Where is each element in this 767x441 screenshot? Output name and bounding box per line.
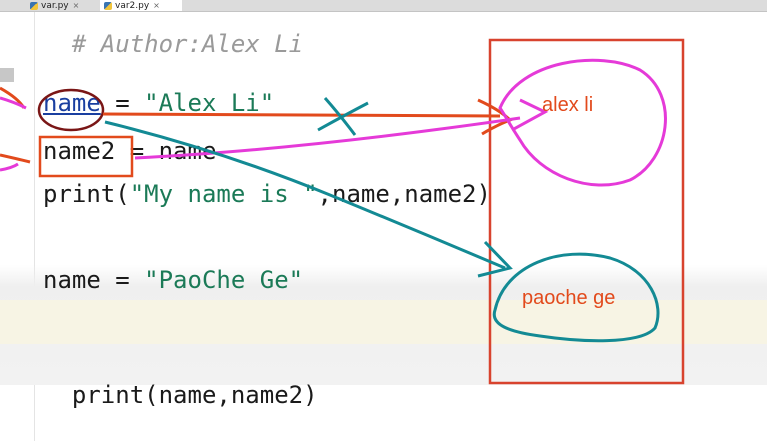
code-line-3[interactable]: name2 = name (43, 137, 216, 165)
assign-rest: = name (115, 137, 217, 165)
teal-x-2 (317, 101, 369, 132)
python-file-icon (104, 1, 112, 10)
close-icon[interactable]: × (72, 1, 80, 10)
editor-gutter (34, 12, 35, 441)
code-line-5[interactable]: name = "PaoChe Ge" (43, 266, 303, 294)
fold-marker[interactable] (0, 68, 14, 82)
code-line-6[interactable]: print(name,name2) (43, 353, 318, 409)
code-line-1[interactable]: # Author:Alex Li (43, 2, 303, 58)
tab-label: var2.py (115, 0, 150, 11)
print-statement: print(name,name2) (71, 381, 318, 409)
memory-label-paoche-ge: paoche ge (522, 287, 616, 309)
close-icon[interactable]: × (153, 1, 160, 10)
tab-var-py[interactable]: var.py × (26, 0, 100, 11)
code-line-4[interactable]: print("My name is ",name,name2) (43, 180, 491, 208)
teal-x-1 (323, 97, 357, 136)
memory-label-alex-li: alex li (542, 94, 594, 116)
pink-memory-blob (498, 58, 667, 187)
pink-left-mark-1 (0, 96, 27, 110)
print-call: print( (43, 180, 130, 208)
variable-name[interactable]: name (43, 89, 101, 117)
variable-name: name (43, 266, 101, 294)
tab-var2-py[interactable]: var2.py × (100, 0, 182, 11)
assign-op: = (100, 89, 145, 117)
assign-op: = (100, 266, 145, 294)
string-literal: "My name is " (129, 180, 318, 208)
python-file-icon (30, 1, 38, 10)
print-args: ,name,name2) (317, 180, 491, 208)
current-line-highlight (0, 300, 767, 344)
editor-tab-bar: var.py × var2.py × (0, 0, 767, 12)
variable-name2: name2 (43, 137, 116, 165)
comment-text: # Author:Alex Li (71, 30, 304, 58)
left-mark-1 (0, 86, 26, 109)
string-literal: "PaoChe Ge" (144, 266, 304, 294)
red-arrow-head (477, 98, 513, 136)
code-line-2[interactable]: name = "Alex Li" (43, 89, 274, 117)
pink-arrow-head (511, 98, 549, 132)
string-literal: "Alex Li" (144, 89, 275, 117)
tab-label: var.py (41, 0, 69, 11)
left-mark-2 (0, 153, 31, 164)
pink-left-mark-2 (0, 162, 19, 172)
